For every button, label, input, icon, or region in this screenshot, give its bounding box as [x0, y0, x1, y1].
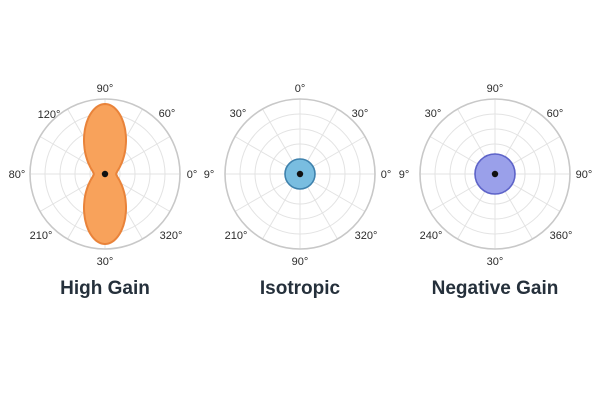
angle-label-top-left: 30°	[230, 108, 247, 120]
angle-label-left: 9°	[399, 169, 410, 181]
angle-label-top: 90°	[487, 83, 504, 95]
angle-label-bottom-left: 210°	[225, 230, 248, 242]
outer-ring	[29, 98, 181, 250]
panel-title: Isotropic	[259, 278, 341, 299]
angle-label-top-right: 60°	[159, 108, 176, 120]
angle-label-left: 9°	[204, 169, 215, 181]
polar-panel-negative-gain: 90° 30° 60° 9° 90° 240° 360° 30° Negativ…	[395, 60, 595, 320]
angle-label-right: 0°	[381, 169, 392, 181]
center-point	[491, 170, 499, 178]
angle-label-top: 90°	[97, 83, 114, 95]
angle-label-bottom-right: 320°	[355, 230, 378, 242]
angle-label-top-right: 30°	[352, 108, 369, 120]
angle-label-right: 0°	[187, 169, 198, 181]
polar-chart-high-gain: 90° 120° 60° 80° 0° 210° 320° 30°	[9, 83, 198, 268]
angle-label-top: 0°	[295, 83, 306, 95]
polar-panel-high-gain: 90° 120° 60° 80° 0° 210° 320° 30° High G…	[5, 60, 205, 320]
angle-label-left: 80°	[9, 169, 26, 181]
angle-label-bottom-right: 320°	[160, 230, 183, 242]
outer-ring	[224, 98, 376, 250]
angle-label-top-left: 120°	[38, 109, 61, 121]
angle-label-bottom-left: 210°	[30, 230, 53, 242]
polar-chart-isotropic: 0° 30° 30° 9° 0° 210° 320° 90°	[204, 83, 392, 268]
center-point	[101, 170, 109, 178]
outer-ring	[419, 98, 571, 250]
panel-title: High Gain	[60, 278, 150, 299]
angle-label-bottom: 90°	[292, 256, 309, 268]
angle-label-right: 90°	[576, 169, 593, 181]
angle-label-bottom-left: 240°	[420, 230, 443, 242]
angle-label-top-right: 60°	[547, 108, 564, 120]
panel-title: Negative Gain	[431, 278, 559, 299]
angle-label-top-left: 30°	[425, 108, 442, 120]
angle-label-bottom-right: 360°	[550, 230, 573, 242]
angle-label-bottom: 30°	[97, 256, 114, 268]
polar-chart-negative-gain: 90° 30° 60° 9° 90° 240° 360° 30°	[399, 83, 593, 268]
center-point	[296, 170, 304, 178]
polar-panel-isotropic: 0° 30° 30° 9° 0° 210° 320° 90° Isotropic	[200, 60, 400, 320]
angle-label-bottom: 30°	[487, 256, 504, 268]
